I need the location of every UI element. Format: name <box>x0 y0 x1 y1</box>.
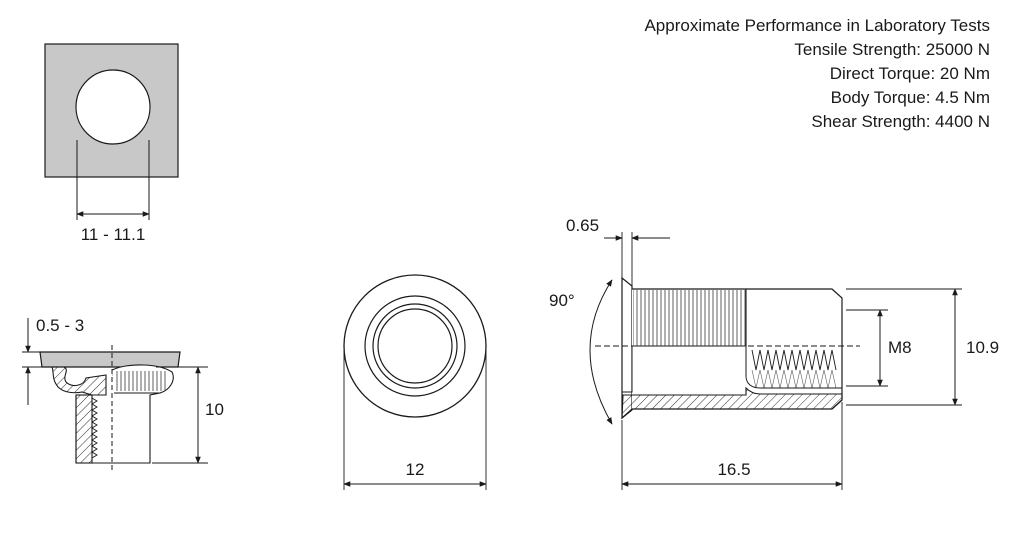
tensile-strength: Tensile Strength: 25000 N <box>794 40 990 59</box>
body-diameter-label: 10.9 <box>966 338 999 357</box>
flange-side <box>621 276 633 420</box>
body-wall-left <box>75 394 93 464</box>
installed-height-label: 10 <box>205 400 224 419</box>
shear-strength: Shear Strength: 4400 N <box>811 112 990 131</box>
mounting-hole-view: 11 - 11.1 <box>44 43 179 244</box>
hole-size-label: 11 - 11.1 <box>81 225 146 244</box>
head-angle-arc <box>589 279 613 425</box>
knurled-area <box>633 290 746 346</box>
head-angle-label: 90° <box>549 291 575 310</box>
body-torque: Body Torque: 4.5 Nm <box>830 88 990 107</box>
direct-torque: Direct Torque: 20 Nm <box>829 64 990 83</box>
end-view: 12 <box>343 274 487 490</box>
performance-specs: Approximate Performance in Laboratory Te… <box>644 14 990 134</box>
thread-label: M8 <box>888 338 912 357</box>
performance-title: Approximate Performance in Laboratory Te… <box>644 16 990 35</box>
flange-diameter-label: 12 <box>406 460 425 479</box>
mounting-hole <box>75 69 151 145</box>
panel-section <box>39 351 181 368</box>
installed-section-view: 0.5 - 3 10 <box>22 316 224 470</box>
flange-thickness-label: 0.65 <box>566 216 599 235</box>
length-label: 16.5 <box>717 460 750 479</box>
side-view: 0.65 90° M8 10.9 16.5 <box>549 216 999 490</box>
grip-range-label: 0.5 - 3 <box>36 316 84 335</box>
